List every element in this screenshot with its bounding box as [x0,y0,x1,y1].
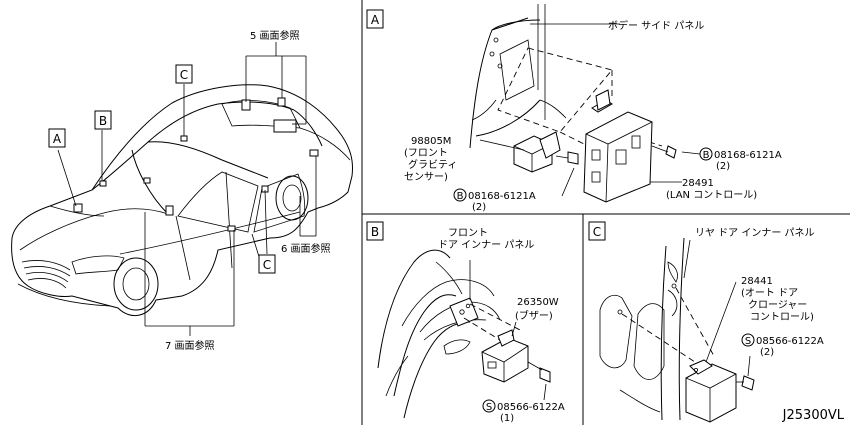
panel-dividers [361,0,850,425]
diagram-id: J25300VL [782,408,845,423]
panel-a-tag-label: A [371,13,380,27]
callout-a-overview: A [48,128,66,148]
sensor-part-number: 98805M [411,136,451,147]
panel-b-drawing [377,249,551,419]
callout-c-top-overview: C [175,64,193,84]
closer-name-line3: コントロール) [750,312,814,323]
closer-name-line1: (オート ドア [741,287,798,299]
front-door-label-line1: フロント [448,228,488,239]
buzzer-part-number: 26350W [517,297,559,308]
panel-b-screw-quantity: (1) [500,413,514,424]
panel-a-drawing [469,4,701,203]
buzzer-name: (ブザー) [515,309,553,322]
bolt-right-callout: B 08168-6121A (2) [699,147,782,172]
closer-name-line2: クロージャー [748,299,807,311]
panel-b-screw-circle-letter: S [486,402,492,413]
bolt-left-part-number: 08168-6121A [468,191,536,202]
ref-7-label: 7 画面参照 [165,339,215,352]
lan-control-name: (LAN コントロール) [666,190,757,201]
sensor-name-line3: センサー) [404,171,448,183]
front-door-label-line2: ドア インナー パネル [438,239,534,251]
closer-part-number: 28441 [741,276,773,287]
panel-c-tag-label: C [593,225,601,239]
rear-door-label: リヤ ドア インナー パネル [695,227,815,239]
panel-c-screw-part-number: 08566-6122A [756,336,824,347]
callout-a-label: A [53,132,62,146]
panel-b-tag: B [366,221,384,241]
sensor-name-line2: グラビティ [408,158,457,171]
panel-b-screw-part-number: 08566-6122A [497,402,565,413]
bolt-right-circle-letter: B [703,150,710,161]
panel-c-drawing [599,237,755,423]
bolt-left-quantity: (2) [472,202,486,213]
body-side-panel-label: ボデー サイド パネル [608,19,704,32]
callout-b-label: B [99,114,107,128]
ref-5-label: 5 画面参照 [250,29,300,42]
callout-c-bottom-label: C [263,258,271,272]
callout-b-overview: B [94,110,112,130]
callout-c-top-label: C [180,68,188,82]
bolt-left-callout: B 08168-6121A (2) [453,188,536,213]
car-illustration [11,84,353,316]
ref-6-label: 6 画面参照 [281,242,331,255]
sensor-name-line1: (フロント [404,148,448,159]
bolt-right-part-number: 08168-6121A [714,150,782,161]
panel-c-screw-circle-letter: S [745,336,751,347]
lan-part-number: 28491 [682,178,714,189]
panel-b-tag-label: B [371,225,379,239]
callout-c-bottom-overview: C [258,254,276,274]
panel-c-tag: C [588,221,606,241]
panel-a-tag: A [366,9,384,29]
bolt-left-circle-letter: B [457,191,464,202]
overview-leaders [57,42,317,336]
bolt-right-quantity: (2) [716,161,730,172]
panel-c-screw-quantity: (2) [760,347,774,358]
panel-c-screw-callout: S 08566-6122A (2) [741,333,824,358]
panel-b-screw-callout: S 08566-6122A (1) [482,399,565,424]
